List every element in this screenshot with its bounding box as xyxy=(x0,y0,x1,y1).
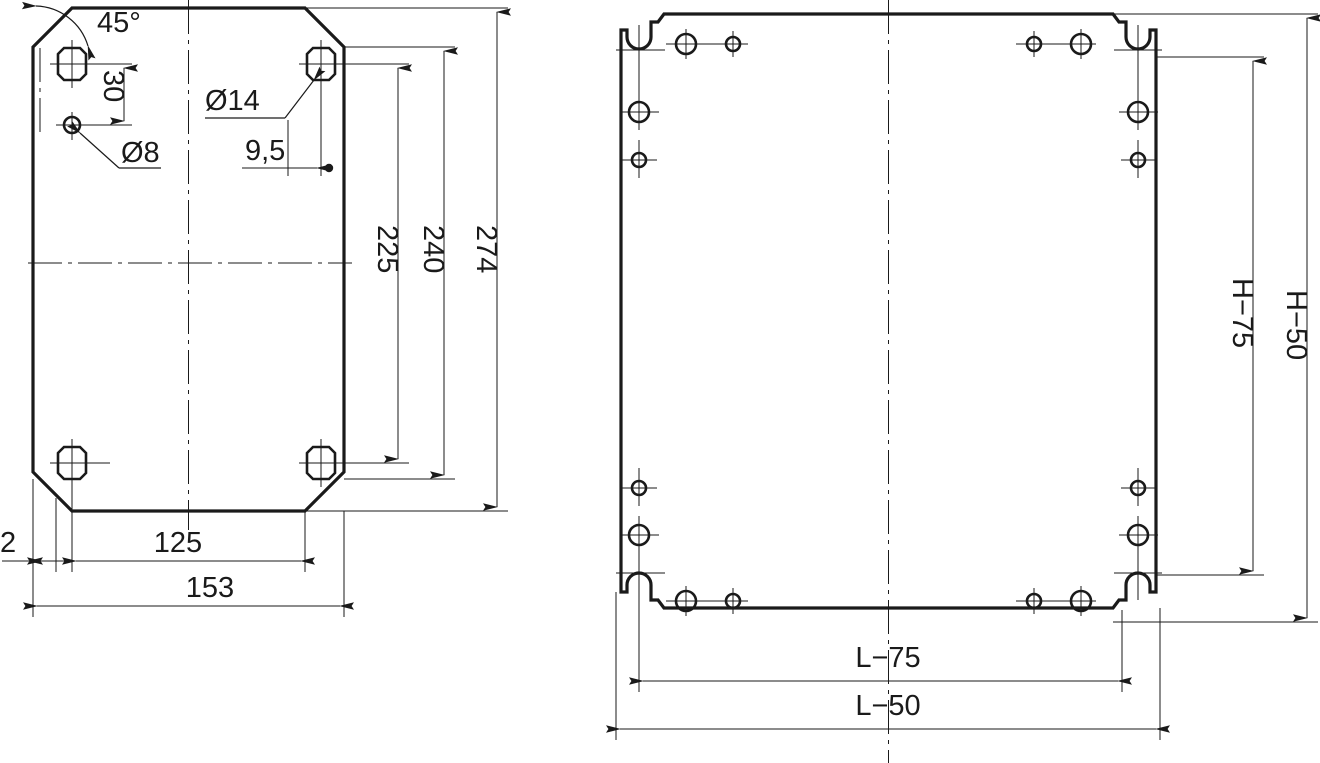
label-d14: Ø14 xyxy=(205,85,260,117)
label-d8: Ø8 xyxy=(121,137,160,169)
hole-top-right-b xyxy=(1069,29,1093,59)
leader-d8 xyxy=(67,120,161,169)
hole-right-lower-a xyxy=(1121,468,1156,506)
hole-top-left-b xyxy=(724,31,742,57)
hole-bottom-left-b xyxy=(724,588,742,614)
hole-left-upper-b xyxy=(622,140,657,178)
right-plate-outline xyxy=(619,12,1158,610)
label-2: 2 xyxy=(0,527,16,559)
dim-h-minus-50 xyxy=(1113,13,1320,623)
hole-right-lower-b xyxy=(1119,516,1158,600)
dim-30 xyxy=(88,63,138,126)
slot-bottom-right xyxy=(299,439,352,487)
dim-125 xyxy=(62,479,315,572)
dim-h-minus-75 xyxy=(1156,56,1267,576)
hole-top-left-a xyxy=(666,29,748,59)
slot-bottom-left xyxy=(50,439,110,487)
hole-left-upper-a xyxy=(620,100,659,124)
hole-top-right-a xyxy=(1016,31,1096,57)
label-240: 240 xyxy=(417,225,449,273)
label-45deg: 45° xyxy=(97,7,141,39)
hole-right-upper-b xyxy=(1121,140,1156,178)
leader-d14 xyxy=(205,66,326,119)
left-plate-view: 45° 30 Ø8 Ø14 9,5 xyxy=(0,0,511,617)
label-125: 125 xyxy=(154,527,202,559)
dim-274 xyxy=(305,7,511,512)
dim-l-minus-75 xyxy=(629,555,1132,692)
dim-153 xyxy=(23,479,354,617)
label-l-minus-75: L−75 xyxy=(855,642,920,674)
hole-bottom-right-b xyxy=(1069,586,1093,616)
label-30: 30 xyxy=(97,70,129,102)
label-274: 274 xyxy=(470,225,502,273)
label-9-5: 9,5 xyxy=(245,135,285,167)
label-225: 225 xyxy=(371,225,403,273)
hole-right-upper-a xyxy=(1119,100,1158,124)
label-153: 153 xyxy=(186,572,234,604)
notch-hole-top-left xyxy=(616,25,665,130)
label-h-minus-75: H−75 xyxy=(1226,278,1258,348)
dim-2 xyxy=(2,498,68,572)
hole-left-lower-a xyxy=(622,468,657,506)
dim-225 xyxy=(344,63,412,464)
dim-9-5 xyxy=(242,88,334,176)
hole-small-d8 xyxy=(56,112,128,140)
dim-240 xyxy=(344,46,458,480)
dim-l-minus-50 xyxy=(606,592,1170,740)
hole-bottom-left-a xyxy=(666,586,748,616)
right-plate-view: H−75 H−50 L−75 L−50 xyxy=(606,0,1320,763)
label-l-minus-50: L−50 xyxy=(855,690,920,722)
hole-bottom-right-a xyxy=(1016,588,1096,614)
label-h-minus-50: H−50 xyxy=(1280,290,1312,360)
angle-45-annotation xyxy=(21,1,96,61)
